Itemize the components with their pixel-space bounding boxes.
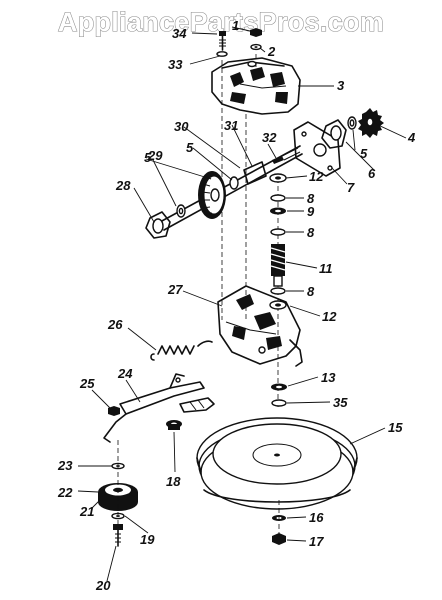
callout-11: 11 [319, 261, 333, 276]
callout-17: 17 [309, 534, 324, 549]
callout-19: 19 [140, 532, 155, 547]
leader-lines [77, 26, 407, 582]
callout-24: 24 [117, 366, 133, 381]
collar-31 [243, 161, 267, 185]
callout-21: 21 [79, 504, 94, 519]
callout-8-upper: 8 [307, 191, 315, 206]
nut-17 [272, 533, 286, 545]
callout-7: 7 [347, 180, 355, 195]
nut-25 [108, 406, 120, 416]
washer-33 [216, 51, 228, 57]
bearing-12-lower [269, 300, 287, 310]
callout-6: 6 [368, 166, 376, 181]
callout-27: 27 [167, 282, 183, 297]
washer-13 [271, 383, 287, 391]
callout-32: 32 [262, 130, 277, 145]
bolt-20 [113, 524, 123, 547]
cable-clip [179, 397, 215, 413]
callout-18: 18 [166, 474, 181, 489]
washer-35 [271, 399, 287, 407]
washer-9 [270, 207, 286, 215]
callout-29: 29 [147, 148, 163, 163]
spacer-18 [166, 420, 182, 430]
callout-30: 30 [174, 119, 189, 134]
callout-28: 28 [115, 178, 131, 193]
gear-29 [198, 171, 226, 219]
callout-1: 1 [232, 18, 239, 33]
callout-31: 31 [224, 118, 238, 133]
bolt-34 [219, 31, 226, 51]
callout-25: 25 [79, 376, 95, 391]
callout-15: 15 [388, 420, 403, 435]
callout-20: 20 [95, 578, 111, 593]
callout-8-lower: 8 [307, 284, 315, 299]
callout-16: 16 [309, 510, 324, 525]
watermark-text: AppliancePartsPros.com [58, 7, 384, 37]
shift-lever-24 [103, 373, 205, 443]
washer-8-middle [270, 228, 286, 236]
worm-shaft-11 [270, 244, 286, 287]
callout-34: 34 [172, 26, 187, 41]
callout-26: 26 [107, 317, 123, 332]
nut-1 [250, 28, 262, 37]
callout-13: 13 [321, 370, 336, 385]
drive-pulley-15 [196, 417, 358, 510]
lower-gear-case [217, 285, 303, 367]
callout-23: 23 [57, 458, 73, 473]
callout-labels: 34 1 2 33 3 4 5 6 7 12 8 9 8 11 8 12 13 … [57, 18, 416, 593]
callout-35: 35 [333, 395, 348, 410]
callout-22: 22 [57, 485, 73, 500]
washer-8-lower [270, 287, 286, 295]
callout-33: 33 [168, 57, 183, 72]
callout-3: 3 [337, 78, 345, 93]
key-32 [272, 156, 284, 164]
bearing-6 [321, 119, 347, 149]
bearing-12-upper [269, 173, 287, 183]
callout-2: 2 [267, 44, 276, 59]
washer-5-right [347, 116, 357, 130]
callout-5-left: 5 [144, 150, 152, 165]
sprocket-4 [358, 108, 384, 138]
callout-5-right: 5 [360, 146, 368, 161]
callout-12-lower: 12 [322, 309, 337, 324]
callout-8-middle: 8 [307, 225, 315, 240]
washer-8-upper [270, 194, 286, 202]
washer-2 [250, 43, 262, 51]
callout-9: 9 [307, 204, 315, 219]
callout-4: 4 [407, 130, 416, 145]
washer-5-left [176, 204, 186, 218]
callout-5-shaft: 5 [186, 140, 194, 155]
bearing-28 [145, 211, 171, 239]
spring-26 [150, 340, 213, 361]
callout-12-upper: 12 [309, 169, 324, 184]
